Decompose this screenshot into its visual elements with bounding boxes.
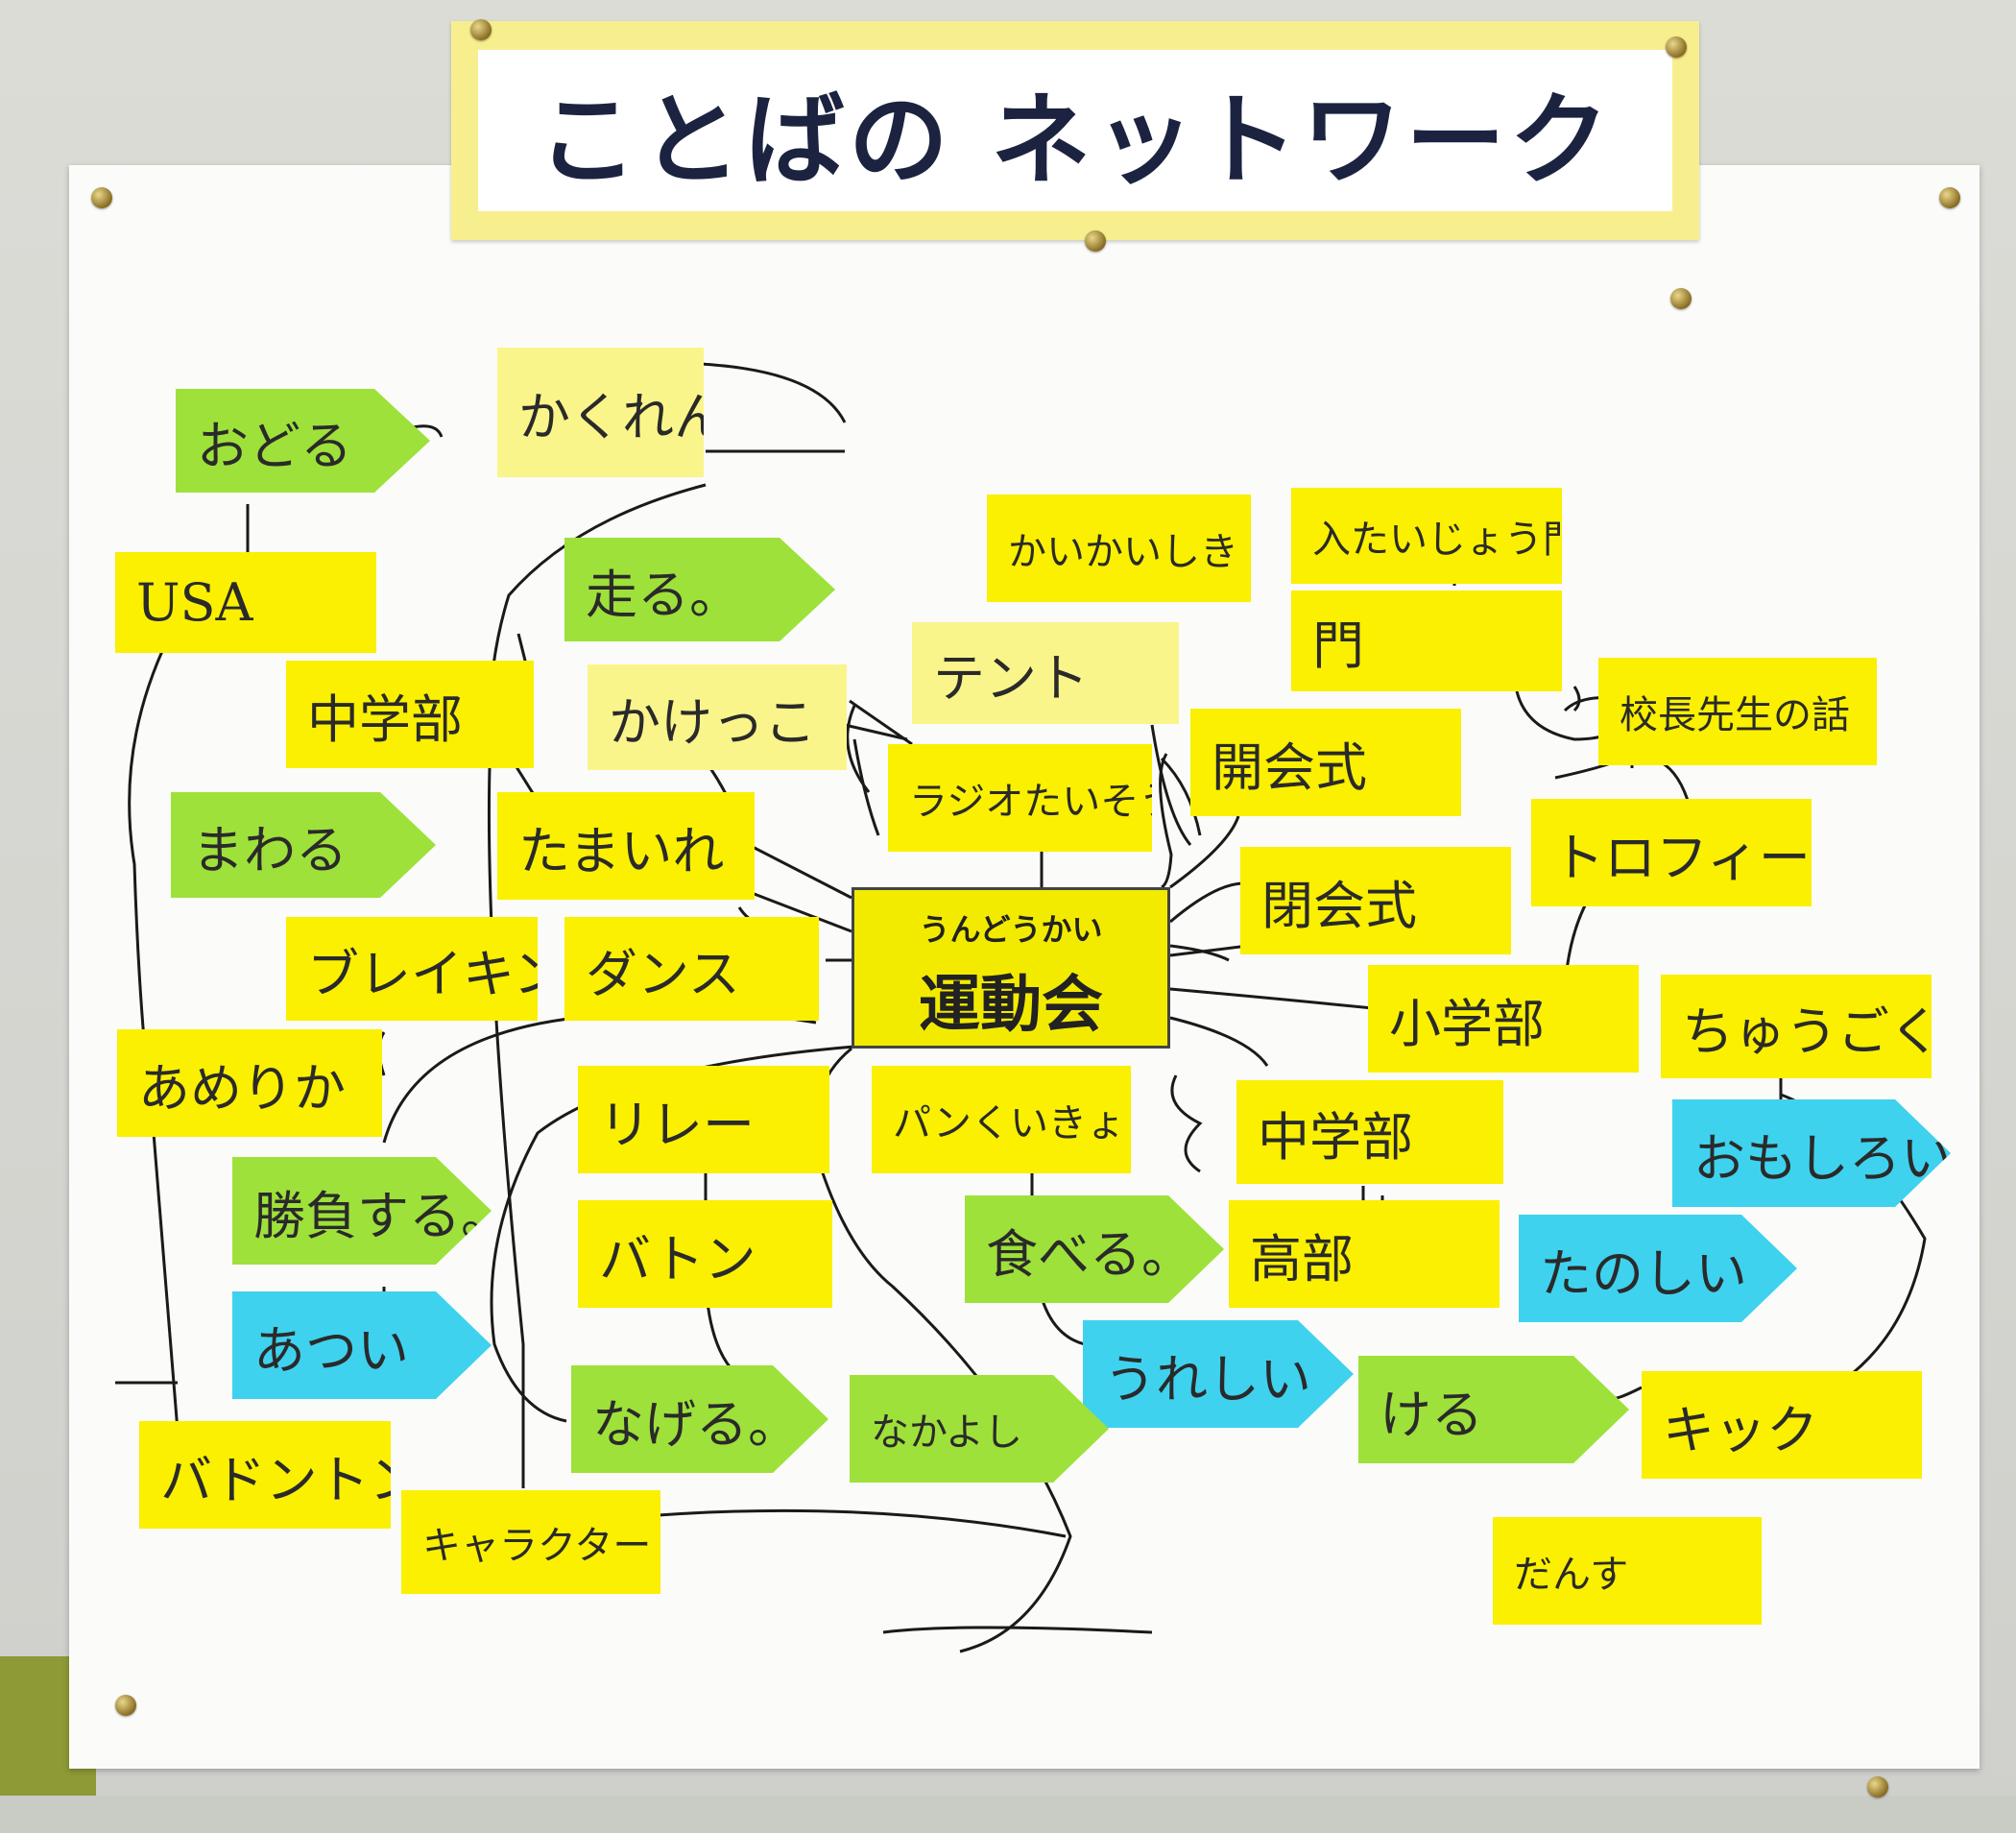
pushpin — [91, 187, 112, 208]
pushpin — [115, 1695, 136, 1716]
note-chugakubu-1: 中学部 — [286, 661, 534, 768]
note-dance-2: だんす — [1493, 1517, 1762, 1625]
note-kakekko: かけっこ — [588, 664, 847, 770]
note-nageru: なげる。 — [571, 1365, 828, 1473]
note-tanoshii: たのしい — [1519, 1215, 1797, 1322]
title-banner: ことばの ネットワーク — [451, 21, 1699, 240]
note-character: キャラクター — [401, 1490, 660, 1594]
note-mon: 門 — [1291, 591, 1562, 691]
title-banner-inner: ことばの ネットワーク — [478, 50, 1672, 211]
note-chugoku: ちゅうごく — [1661, 975, 1932, 1078]
pushpin — [1085, 230, 1106, 252]
note-odoru: おどる — [176, 389, 430, 493]
note-kocho: 校長先生の話 — [1598, 658, 1877, 765]
note-shobu: 勝負する。 — [232, 1157, 492, 1265]
note-mawaru: まわる — [171, 792, 436, 898]
note-relay: リレー — [578, 1066, 829, 1173]
center-topic-ruby: うんどうかい — [919, 911, 1103, 948]
note-ureshii: うれしい — [1083, 1320, 1354, 1428]
center-topic-note: うんどうかい 運動会 — [852, 887, 1170, 1049]
note-kobu: 高部 — [1229, 1200, 1500, 1308]
pushpin — [470, 19, 492, 40]
pushpin — [1939, 187, 1960, 208]
note-kaikaishiki-hiragana: かいかいしき — [987, 494, 1251, 602]
note-radio: ラジオたいそう — [888, 744, 1152, 852]
pushpin — [1666, 36, 1687, 58]
pushpin — [1867, 1776, 1888, 1797]
note-chugakubu-2: 中学部 — [1236, 1080, 1503, 1184]
note-kaikaishiki: 開会式 — [1190, 709, 1461, 816]
note-america: あめりか — [117, 1029, 382, 1137]
note-atsui: あつい — [232, 1291, 492, 1399]
note-breaking: ブレイキン — [286, 917, 538, 1021]
note-trophy: トロフィー — [1531, 799, 1812, 906]
center-topic-label: 運動会 — [919, 970, 1103, 1041]
note-badminton: バドントン — [139, 1421, 391, 1529]
note-omoshiroi: おもしろい — [1672, 1099, 1951, 1207]
note-kakurenbo: かくれんぼ — [497, 348, 704, 477]
note-shogakubu: 小学部 — [1368, 965, 1639, 1073]
shelf-edge — [0, 1796, 2016, 1833]
note-hashiru: 走る。 — [564, 538, 835, 641]
note-usa: USA — [115, 552, 376, 653]
note-nakayoshi: なかよし — [850, 1375, 1109, 1483]
note-nyutaijoumon: 入たいじょう門 — [1291, 488, 1562, 584]
note-pankui: パンくいきょうそう — [872, 1066, 1131, 1173]
note-taberu: 食べる。 — [965, 1195, 1224, 1303]
pushpin — [1670, 288, 1692, 309]
note-heikaishiki: 閉会式 — [1240, 847, 1511, 954]
note-tent: テント — [912, 622, 1179, 724]
note-keru: ける — [1358, 1356, 1629, 1463]
note-baton: バトン — [578, 1200, 832, 1308]
note-tamaire: たまいれ — [497, 792, 755, 900]
note-dance: ダンス — [564, 917, 819, 1021]
note-kick: キック — [1642, 1371, 1922, 1479]
page-title: ことばの ネットワーク — [537, 81, 1614, 199]
